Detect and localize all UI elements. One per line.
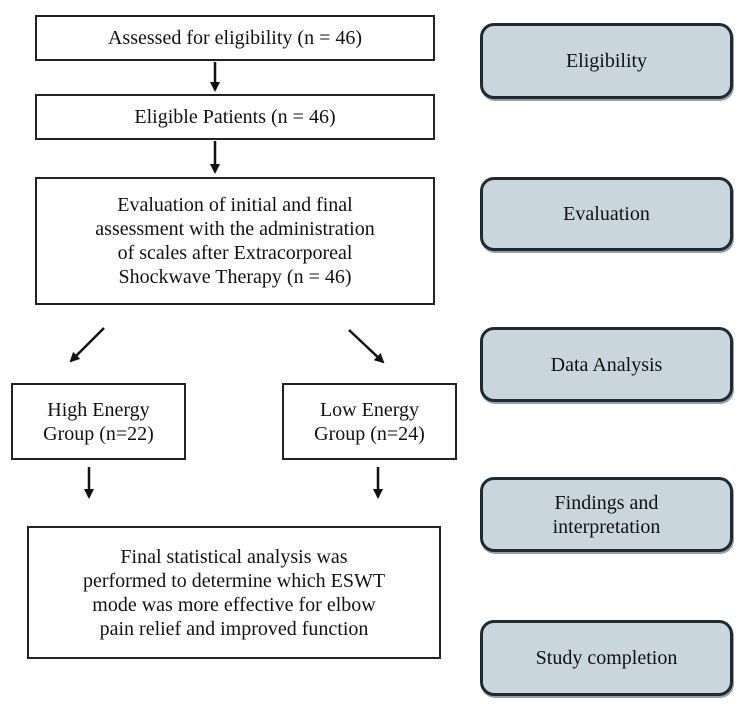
final-analysis-box: Final statistical analysis was performed… xyxy=(27,526,441,659)
stage-completion-label: Study completion xyxy=(535,647,678,669)
low-energy-group-box: Low Energy Group (n=24) xyxy=(282,383,457,460)
stage-data-analysis: Data Analysis xyxy=(480,327,733,402)
assessed-text: Assessed for eligibility (n = 46) xyxy=(107,27,363,49)
high-energy-group-text: High Energy Group (n=22) xyxy=(43,398,154,445)
final-analysis-text: Final statistical analysis was performed… xyxy=(82,545,386,640)
stage-eligibility: Eligibility xyxy=(480,23,733,99)
evaluation-box: Evaluation of initial and final assessme… xyxy=(35,177,435,305)
evaluation-text: Evaluation of initial and final assessme… xyxy=(95,194,375,288)
low-energy-group-text: Low Energy Group (n=24) xyxy=(314,398,425,445)
stage-findings-label: Findings and interpretation xyxy=(552,491,661,538)
stage-evaluation-label: Evaluation xyxy=(563,203,650,225)
stage-eligibility-label: Eligibility xyxy=(565,50,648,72)
eligible-text: Eligible Patients (n = 46) xyxy=(134,106,336,128)
stage-findings: Findings and interpretation xyxy=(480,477,733,552)
arrow-evaluation-to-low xyxy=(348,329,385,364)
eligible-box: Eligible Patients (n = 46) xyxy=(35,94,435,140)
arrow-evaluation-to-high xyxy=(69,327,105,363)
stage-evaluation: Evaluation xyxy=(480,177,733,251)
stage-data-analysis-label: Data Analysis xyxy=(550,353,663,376)
high-energy-group-box: High Energy Group (n=22) xyxy=(11,383,186,460)
assessed-box: Assessed for eligibility (n = 46) xyxy=(35,15,435,61)
stage-completion: Study completion xyxy=(480,620,733,696)
